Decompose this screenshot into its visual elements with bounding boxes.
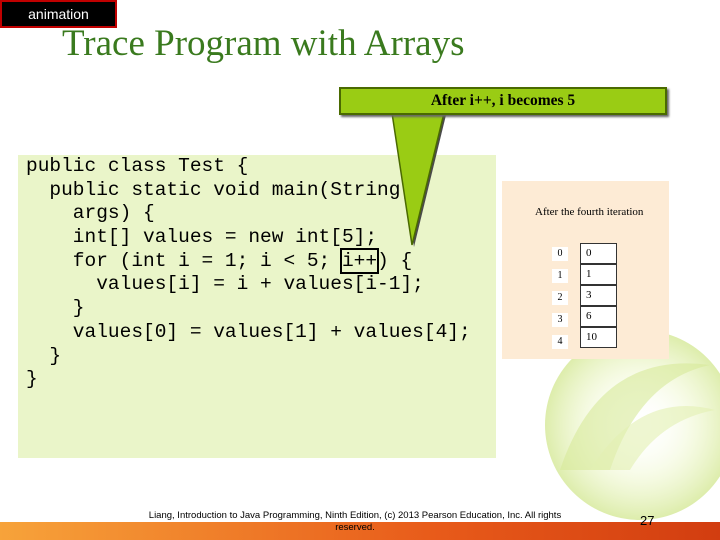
array-cell: 10 [580,327,617,348]
code-block: public class Test { public static void m… [26,155,471,392]
array-cell: 6 [580,306,617,327]
slide-title: Trace Program with Arrays [62,23,465,64]
array-index: 2 [552,291,568,305]
animation-tag: animation [0,0,117,28]
code-line: values[0] = values[1] + values[4]; [26,320,471,343]
code-line: } [26,344,62,367]
array-index: 4 [552,335,568,349]
code-line: public static void main(String[] [26,178,424,201]
code-line: } [26,368,38,391]
highlighted-increment: i++ [339,247,380,274]
array-cell: 1 [580,264,617,285]
array-cell: 3 [580,285,617,306]
array-index: 0 [552,247,568,261]
array-caption: After the fourth iteration [535,206,644,218]
code-line: } [26,297,85,320]
code-line: public class Test { [26,155,249,177]
code-line-for-end: ) { [377,249,413,272]
animation-label: animation [28,6,89,22]
code-line-for: for (int i = 1; i < 5; i++) { [26,247,471,274]
page-number: 27 [640,513,655,528]
callout-note: After i++, i becomes 5 [339,87,667,115]
code-line: args) { [26,202,155,225]
array-index: 1 [552,269,568,283]
code-line: values[i] = i + values[i-1]; [26,273,424,296]
footer-copyright: Liang, Introduction to Java Programming,… [148,510,562,533]
callout-text: After i++, i becomes 5 [430,92,576,109]
code-line: int[] values = new int[5]; [26,226,378,249]
array-cell: 0 [580,243,617,264]
code-line-for-start: for (int i = 1; i < 5; [26,249,342,272]
array-index: 3 [552,313,568,327]
